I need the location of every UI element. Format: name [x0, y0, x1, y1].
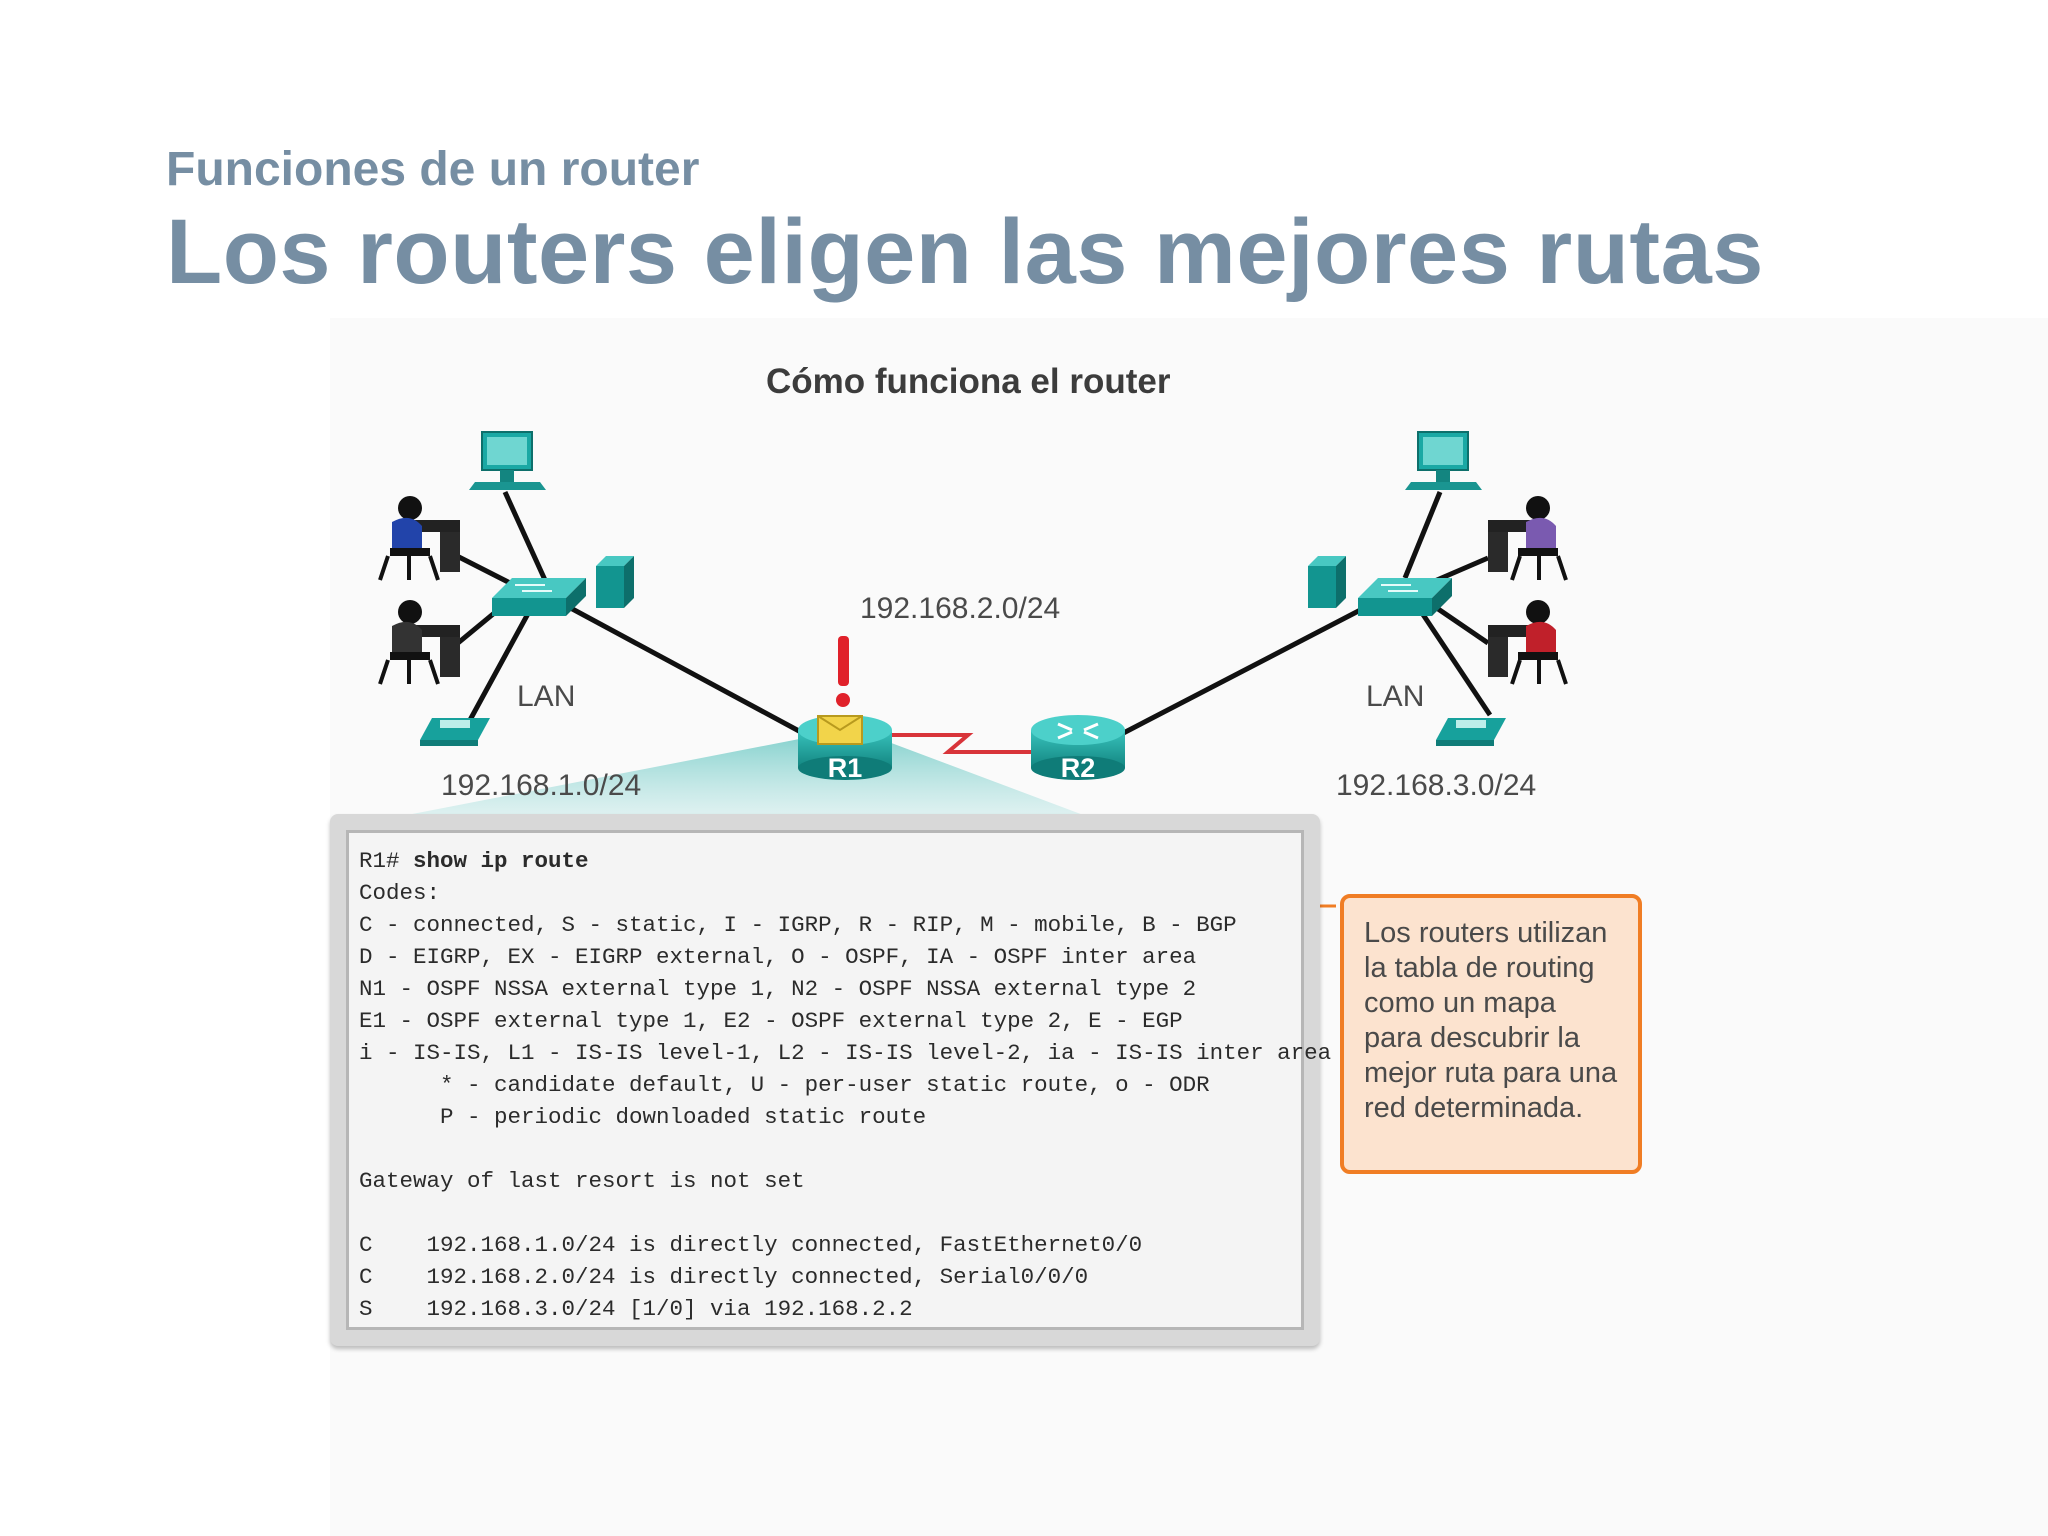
right-network-label: 192.168.3.0/24: [1336, 769, 1537, 802]
pc-monitor-icon: [469, 431, 546, 490]
left-lan-label: LAN: [517, 680, 576, 713]
cli-line: E1 - OSPF external type 1, E2 - OSPF ext…: [359, 1008, 1183, 1034]
right-lan-label: LAN: [1366, 680, 1425, 713]
router-r2-label: R2: [1061, 753, 1096, 783]
router-r1-label: R1: [828, 753, 863, 783]
cli-line: Codes:: [359, 880, 441, 906]
cli-line: Gateway of last resort is not set: [359, 1168, 805, 1194]
cli-line: [359, 1133, 1291, 1165]
user-workstation-icon: [378, 600, 460, 685]
r1-projection-beam: [402, 735, 1086, 816]
router-r2-icon: [1031, 715, 1125, 780]
cli-command: show ip route: [413, 848, 589, 874]
server-icon: [596, 556, 634, 608]
right-lan-cables: [1108, 491, 1493, 743]
alert-icon: [836, 636, 850, 707]
server-icon: [1308, 556, 1346, 608]
switch-icon: [1358, 578, 1452, 616]
cli-line: D - EIGRP, EX - EIGRP external, O - OSPF…: [359, 944, 1197, 970]
ip-phone-icon: [1436, 718, 1506, 746]
router-r1-icon: [798, 715, 892, 780]
cli-command-line: R1# show ip route: [359, 845, 1291, 877]
cli-line: [359, 1197, 1291, 1229]
cli-output: R1# show ip route Codes: C - connected, S…: [346, 830, 1332, 1330]
routing-table-window: R1# show ip route Codes: C - connected, S…: [330, 814, 1332, 1346]
user-workstation-icon: [378, 496, 460, 581]
middle-network-label: 192.168.2.0/24: [860, 592, 1061, 625]
cli-prompt: R1#: [359, 848, 400, 874]
diagram-title: Cómo funciona el router: [766, 362, 1171, 401]
slide-subtitle: Funciones de un router: [166, 143, 700, 196]
routing-table-callout: Los routers utilizan la tabla de routing…: [1340, 894, 1642, 1174]
cli-lines: Codes: C - connected, S - static, I - IGR…: [359, 877, 1332, 1325]
ip-phone-icon: [420, 718, 490, 746]
cli-line: C 192.168.2.0/24 is directly connected, …: [359, 1264, 1089, 1290]
left-network-label: 192.168.1.0/24: [441, 769, 642, 802]
slide-title: Los routers eligen las mejores rutas: [166, 201, 1764, 303]
cli-line: i - IS-IS, L1 - IS-IS level-1, L2 - IS-I…: [359, 1040, 1332, 1066]
pc-monitor-icon: [1405, 431, 1482, 490]
cli-line: C 192.168.1.0/24 is directly connected, …: [359, 1232, 1143, 1258]
switch-icon: [492, 578, 586, 616]
user-workstation-icon: [1488, 496, 1568, 581]
cli-line: * - candidate default, U - per-user stat…: [359, 1072, 1210, 1098]
user-workstation-icon: [1488, 600, 1568, 685]
cli-line: S 192.168.3.0/24 [1/0] via 192.168.2.2: [359, 1296, 913, 1322]
serial-link: [888, 733, 1036, 754]
cli-line: N1 - OSPF NSSA external type 1, N2 - OSP…: [359, 976, 1197, 1002]
cli-line: P - periodic downloaded static route: [359, 1104, 927, 1130]
cli-line: C - connected, S - static, I - IGRP, R -…: [359, 912, 1237, 938]
